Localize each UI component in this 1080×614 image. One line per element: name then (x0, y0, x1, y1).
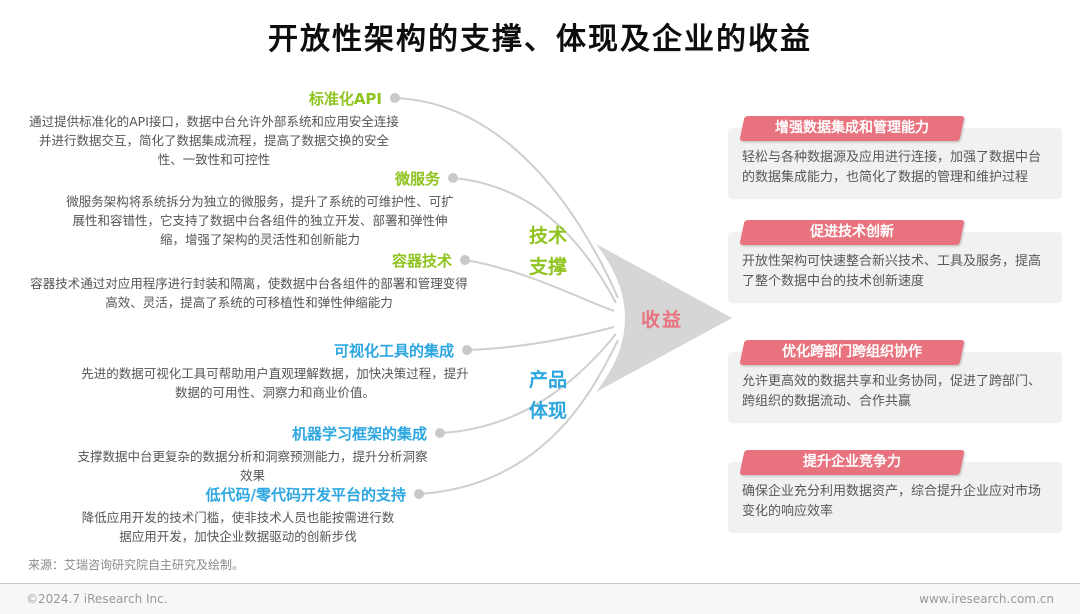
product-item-visualization: 可视化工具的集成 先进的数据可视化工具可帮助用户直观理解数据，加快决策过程，提升… (78, 340, 472, 402)
item-desc: 降低应用开发的技术门槛，使非技术人员也能按需进行数据应用开发，加快企业数据驱动的… (81, 510, 395, 544)
connector-curve (466, 326, 615, 351)
product-embodiment-label-line2: 体现 (528, 400, 567, 422)
item-desc: 先进的数据可视化工具可帮助用户直观理解数据，加快决策过程，提升数据的可用性、洞察… (81, 366, 469, 400)
connector-dot (390, 93, 400, 103)
benefit-card-title: 优化跨部门跨组织协作 (782, 344, 922, 360)
benefit-card-innovation: 促进技术创新 开放性架构可快速整合新兴技术、工具及服务，提高了整个数据中台的技术… (728, 220, 1062, 303)
connector-curve (418, 339, 619, 495)
copyright-text: ©2024.7 iResearch Inc. (26, 592, 168, 606)
product-item-lowcode: 低代码/零代码开发平台的支持 降低应用开发的技术门槛，使非技术人员也能按需进行数… (52, 484, 424, 546)
item-head: 低代码/零代码开发平台的支持 (52, 484, 424, 504)
benefit-card-competitiveness: 提升企业竞争力 确保企业充分利用数据资产，综合提升企业应对市场变化的响应效率 (728, 450, 1062, 533)
website-text: www.iresearch.com.cn (919, 592, 1054, 606)
benefit-card-title-badge: 优化跨部门跨组织协作 (739, 340, 965, 365)
product-item-ml-framework: 机器学习框架的集成 支撑数据中台更复杂的数据分析和洞察预测能力，提升分析洞察效果 (60, 423, 445, 485)
benefit-card-collaboration: 优化跨部门跨组织协作 允许更高效的数据共享和业务协同，促进了跨部门、跨组织的数据… (728, 340, 1062, 423)
connector-curve (394, 97, 619, 299)
item-desc: 容器技术通过对应用程序进行封装和隔离，使数据中台各组件的部署和管理变得高效、灵活… (30, 276, 468, 310)
item-head: 标准化API (28, 88, 400, 108)
support-item-microservices: 微服务 微服务架构将系统拆分为独立的微服务，提升了系统的可维护性、可扩展性和容错… (62, 168, 458, 249)
benefit-card-title-badge: 促进技术创新 (739, 220, 965, 245)
benefit-card-title-badge: 增强数据集成和管理能力 (739, 116, 965, 141)
benefit-card-title: 增强数据集成和管理能力 (775, 120, 929, 136)
tech-support-label-line1: 技术 (528, 225, 567, 247)
source-note: 来源：艾瑞咨询研究院自主研究及绘制。 (28, 558, 245, 572)
benefit-card-integration: 增强数据集成和管理能力 轻松与各种数据源及应用进行连接，加强了数据中台的数据集成… (728, 116, 1062, 199)
item-head: 容器技术 (28, 250, 470, 270)
item-heading: 标准化API (308, 89, 382, 108)
benefit-card-title-badge: 提升企业竞争力 (739, 450, 965, 475)
tech-support-label: 技术 支撑 (515, 221, 581, 283)
connector-curve (464, 259, 615, 312)
benefit-card-title: 促进技术创新 (810, 224, 894, 240)
page-title: 开放性架构的支撑、体现及企业的收益 (268, 22, 812, 57)
product-embodiment-label: 产品 体现 (515, 365, 581, 427)
item-desc: 通过提供标准化的API接口，数据中台允许外部系统和应用安全连接并进行数据交互，简… (29, 114, 399, 167)
support-item-containers: 容器技术 容器技术通过对应用程序进行封装和隔离，使数据中台各组件的部署和管理变得… (28, 250, 470, 312)
benefit-arrow (596, 244, 732, 392)
item-desc: 微服务架构将系统拆分为独立的微服务，提升了系统的可维护性、可扩展性和容错性，它支… (66, 194, 454, 247)
benefit-card-desc: 允许更高效的数据共享和业务协同，促进了跨部门、跨组织的数据流动、合作共赢 (728, 352, 1062, 423)
item-head: 机器学习框架的集成 (60, 423, 445, 443)
connector-curve (452, 177, 617, 304)
connector-dot (448, 173, 458, 183)
item-desc: 支撑数据中台更复杂的数据分析和洞察预测能力，提升分析洞察效果 (77, 449, 428, 483)
connector-curve (439, 333, 617, 434)
connector-dot (460, 255, 470, 265)
item-heading: 可视化工具的集成 (333, 341, 454, 360)
item-head: 可视化工具的集成 (78, 340, 472, 360)
product-embodiment-label-line1: 产品 (528, 369, 567, 391)
connector-dot (435, 428, 445, 438)
benefit-label: 收益 (641, 309, 684, 331)
support-item-standard-api: 标准化API 通过提供标准化的API接口，数据中台允许外部系统和应用安全连接并进… (28, 88, 400, 169)
item-heading: 低代码/零代码开发平台的支持 (205, 485, 406, 504)
item-heading: 机器学习框架的集成 (291, 424, 427, 443)
benefit-card-desc: 轻松与各种数据源及应用进行连接，加强了数据中台的数据集成能力，也简化了数据的管理… (728, 128, 1062, 199)
item-head: 微服务 (62, 168, 458, 188)
connector-dot (462, 345, 472, 355)
footer: ©2024.7 iResearch Inc. www.iresearch.com… (0, 583, 1080, 614)
item-heading: 容器技术 (391, 251, 452, 270)
item-heading: 微服务 (394, 169, 440, 188)
connector-dot (414, 489, 424, 499)
tech-support-label-line2: 支撑 (528, 256, 567, 278)
benefit-card-title: 提升企业竞争力 (803, 454, 901, 470)
